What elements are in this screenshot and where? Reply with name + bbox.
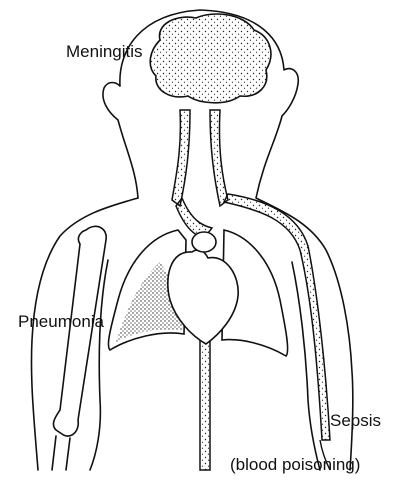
neck-vessels-right bbox=[210, 110, 228, 206]
sepsis-label: Sepsis bbox=[330, 412, 381, 429]
left-humerus bbox=[53, 226, 106, 436]
subclavian-to-arm bbox=[224, 194, 330, 440]
left-forearm bbox=[52, 436, 70, 470]
left-arm-inner bbox=[90, 260, 108, 470]
aortic-root bbox=[192, 232, 216, 252]
brain bbox=[150, 14, 271, 103]
pneumonia-label: Pneumonia bbox=[18, 313, 104, 330]
meningitis-label: Meningitis bbox=[66, 43, 143, 60]
heart bbox=[168, 250, 238, 344]
neck-vessels bbox=[172, 110, 190, 206]
descending-aorta bbox=[200, 340, 210, 470]
blood-poisoning-label: (blood poisoning) bbox=[230, 456, 360, 473]
